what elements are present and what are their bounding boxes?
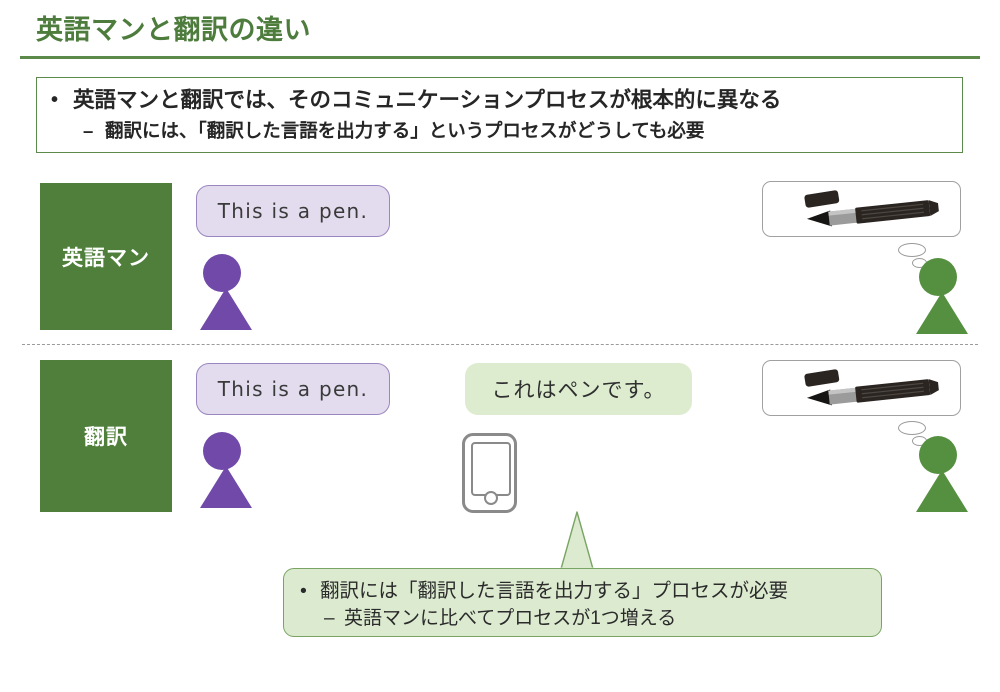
person-head [203, 432, 241, 470]
pen-icon [804, 369, 939, 406]
person-body [916, 292, 968, 334]
smartphone-icon [462, 433, 517, 513]
lead-bullet-box: • 英語マンと翻訳では、そのコミュニケーションプロセスが根本的に異なる –翻訳には… [36, 77, 963, 153]
callout-box: • 翻訳には「翻訳した言語を出力する」プロセスが必要 –英語マンに比べてプロセスが… [283, 568, 882, 637]
green-person-figure-row2 [912, 436, 972, 512]
page-title: 英語マンと翻訳の違い [36, 15, 311, 45]
phone-screen [471, 442, 511, 496]
thought-bubble-dot-large-row1 [898, 243, 926, 257]
person-body [200, 466, 252, 508]
purple-person-figure-row2 [196, 432, 256, 512]
speech-bubble-text: This is a pen. [217, 377, 369, 401]
pen-icon [804, 190, 939, 227]
speech-bubble-text: これはペンです。 [491, 379, 666, 402]
role-label-text: 翻訳 [84, 426, 128, 449]
person-head [919, 436, 957, 474]
speech-bubble-english-row2: This is a pen. [196, 363, 390, 445]
lead-bullet-level1-text: 英語マンと翻訳では、そのコミュニケーションプロセスが根本的に異なる [73, 88, 782, 112]
lead-bullet-level1: • 英語マンと翻訳では、そのコミュニケーションプロセスが根本的に異なる [51, 84, 781, 116]
row-separator [22, 344, 978, 345]
callout-level1-text: 翻訳には「翻訳した言語を出力する」プロセスが必要 [320, 580, 789, 602]
callout-level2-text: 英語マンに比べてプロセスが1つ増える [344, 608, 677, 629]
purple-person-figure-row1 [196, 254, 256, 330]
speech-bubble-japanese-row2: これはペンです。 [465, 363, 692, 442]
green-person-figure-row1 [912, 258, 972, 334]
role-label-text: 英語マン [62, 246, 150, 270]
thought-panel-pen-row2 [762, 360, 961, 416]
thought-panel-pen-row1 [762, 181, 961, 237]
callout-pointer-icon [560, 511, 594, 571]
lead-bullet-level2: –翻訳には、「翻訳した言語を出力する」というプロセスがどうしても必要 [83, 116, 704, 146]
phone-home-button [484, 491, 498, 505]
bullet-marker-icon: • [51, 89, 59, 111]
lead-bullet-level2-text: 翻訳には、「翻訳した言語を出力する」というプロセスがどうしても必要 [105, 120, 705, 141]
person-body [916, 470, 968, 512]
person-head [203, 254, 241, 292]
person-head [919, 258, 957, 296]
dash-marker-icon: – [324, 608, 335, 629]
dash-marker-icon: – [83, 120, 94, 141]
callout-level1: • 翻訳には「翻訳した言語を出力する」プロセスが必要 [300, 576, 788, 606]
role-label-translation: 翻訳 [40, 360, 172, 512]
title-divider [20, 56, 980, 59]
role-label-english-man: 英語マン [40, 183, 172, 330]
thought-bubble-dot-large-row2 [898, 421, 926, 435]
callout-level2: –英語マンに比べてプロセスが1つ増える [324, 605, 676, 633]
speech-bubble-english-row1: This is a pen. [196, 185, 390, 267]
person-body [200, 288, 252, 330]
bullet-marker-icon: • [300, 580, 307, 602]
speech-bubble-text: This is a pen. [217, 199, 369, 223]
